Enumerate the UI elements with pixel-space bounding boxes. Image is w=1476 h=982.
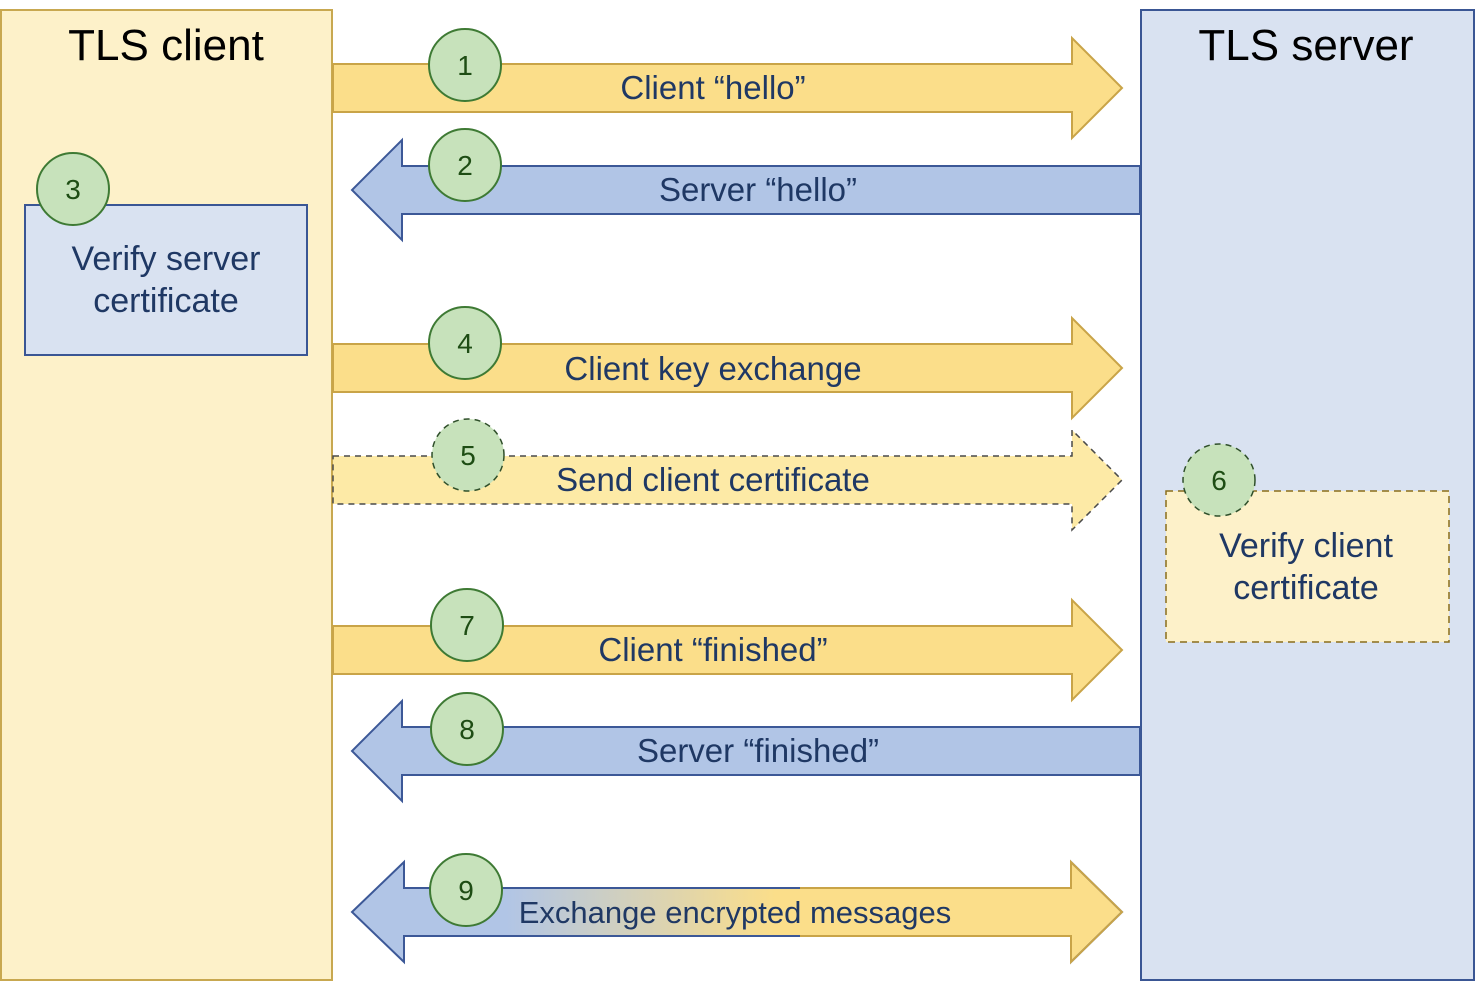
step-4-label: Client key exchange xyxy=(564,350,861,387)
client-panel: TLS client xyxy=(0,9,333,981)
arrow-server-to-client xyxy=(350,137,1141,243)
server-panel-title: TLS server xyxy=(1198,21,1413,70)
verify-client-certificate-box xyxy=(1165,490,1450,643)
step-badge-circle xyxy=(430,588,504,662)
step-6-label-line-2: certificate xyxy=(1233,569,1379,607)
step-badge-circle xyxy=(428,306,502,380)
step-8-arrow: Server “finished” xyxy=(350,698,1141,804)
step-3-box: Verify server certificate xyxy=(24,204,308,356)
step-1-arrow: Client “hello” xyxy=(332,35,1124,141)
step-2-label: Server “hello” xyxy=(659,171,857,208)
verify-server-certificate-box xyxy=(24,204,308,356)
step-9-number: 9 xyxy=(458,875,474,906)
step-badge-circle xyxy=(429,853,503,927)
step-2-badge: 2 xyxy=(428,128,502,202)
arrow-bidirectional-right-outline xyxy=(800,859,1124,965)
step-4-arrow: Client key exchange xyxy=(332,315,1124,421)
step-3-label-line-1: Verify server xyxy=(72,240,261,278)
step-1-label: Client “hello” xyxy=(620,69,805,106)
step-7-number: 7 xyxy=(459,610,475,641)
client-panel-title: TLS client xyxy=(68,21,264,70)
step-7-arrow: Client “finished” xyxy=(332,597,1124,703)
step-3-badge: 3 xyxy=(36,152,110,226)
step-8-label: Server “finished” xyxy=(637,732,879,769)
step-3-number: 3 xyxy=(65,174,81,205)
step-7-label: Client “finished” xyxy=(598,631,827,668)
arrow-client-to-server xyxy=(332,35,1124,141)
step-1-number: 1 xyxy=(457,50,473,81)
step-6-label-line-1: Verify client xyxy=(1219,527,1393,565)
step-2-number: 2 xyxy=(457,150,473,181)
step-badge-circle-dashed xyxy=(1182,443,1256,517)
step-8-badge: 8 xyxy=(430,692,504,766)
step-badge-circle xyxy=(428,28,502,102)
step-6-badge: 6 xyxy=(1182,443,1256,517)
step-1-badge: 1 xyxy=(428,28,502,102)
step-badge-circle xyxy=(428,128,502,202)
client-panel-box xyxy=(0,9,333,981)
step-4-badge: 4 xyxy=(428,306,502,380)
step-9-label: Exchange encrypted messages xyxy=(519,895,952,930)
arrow-client-to-server xyxy=(332,597,1124,703)
step-6-number: 6 xyxy=(1211,465,1227,496)
step-badge-circle xyxy=(36,152,110,226)
step-badge-circle-dashed xyxy=(431,418,505,492)
arrow-server-to-client xyxy=(350,698,1141,804)
arrow-client-to-server-dashed xyxy=(332,428,1124,532)
step-5-arrow: Send client certificate xyxy=(332,428,1124,532)
step-4-number: 4 xyxy=(457,328,473,359)
step-5-label: Send client certificate xyxy=(556,461,870,498)
step-8-number: 8 xyxy=(459,714,475,745)
step-5-number: 5 xyxy=(460,440,476,471)
step-9-badge: 9 xyxy=(429,853,503,927)
step-7-badge: 7 xyxy=(430,588,504,662)
step-3-label-line-2: certificate xyxy=(93,282,239,320)
step-2-arrow: Server “hello” xyxy=(350,137,1141,243)
step-6-box: Verify client certificate xyxy=(1165,490,1450,643)
step-9-arrow: Exchange encrypted messages xyxy=(350,859,1124,965)
step-badge-circle xyxy=(430,692,504,766)
arrow-client-to-server xyxy=(332,315,1124,421)
step-5-badge: 5 xyxy=(431,418,505,492)
